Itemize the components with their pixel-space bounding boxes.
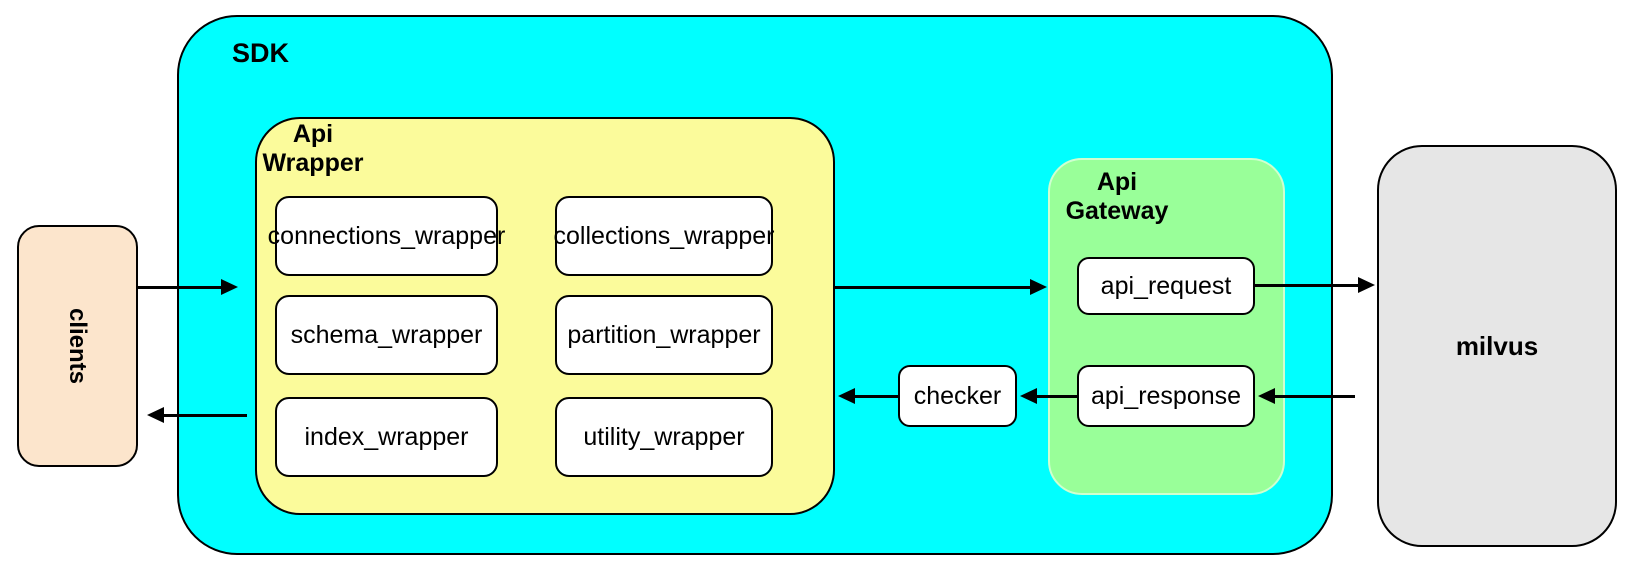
clients-label: clients	[64, 307, 92, 385]
node-index-wrapper: index_wrapper	[275, 397, 498, 477]
api-gateway-label-line2: Gateway	[1065, 197, 1169, 225]
api-gateway-label: Api Gateway	[1052, 168, 1182, 226]
node-clients: clients	[17, 225, 138, 467]
sdk-label: SDK	[232, 38, 290, 68]
api-wrapper-label: Api Wrapper	[258, 120, 368, 178]
arrow-line	[1037, 395, 1077, 398]
arrowhead-right-icon	[1030, 279, 1047, 295]
arrow-line	[835, 286, 1030, 289]
api-wrapper-label-line1: Api	[292, 120, 334, 148]
arrowhead-right-icon	[221, 279, 238, 295]
node-collections-wrapper: collections_wrapper	[554, 196, 774, 276]
arrow-line	[1255, 284, 1358, 287]
node-connections-wrapper: connections_wrapper	[268, 196, 505, 276]
arrowhead-right-icon	[1358, 277, 1375, 293]
arrowhead-left-icon	[1258, 388, 1275, 404]
arrowhead-left-icon	[1020, 388, 1037, 404]
arrow-line	[1275, 395, 1355, 398]
arrow-line	[164, 414, 247, 417]
api-gateway-container	[1048, 158, 1285, 495]
node-schema-wrapper: schema_wrapper	[275, 295, 498, 375]
node-partition-wrapper: partition_wrapper	[555, 295, 773, 375]
node-api-response: api_response	[1077, 365, 1255, 427]
node-utility-wrapper: utility_wrapper	[555, 397, 773, 477]
node-milvus: milvus	[1377, 145, 1617, 547]
node-api-request: api_request	[1077, 257, 1255, 315]
arrowhead-left-icon	[838, 388, 855, 404]
arrow-line	[855, 395, 898, 398]
arrowhead-left-icon	[147, 407, 164, 423]
api-wrapper-label-line2: Wrapper	[262, 149, 364, 177]
arrow-line	[138, 286, 221, 289]
api-gateway-label-line1: Api	[1096, 168, 1138, 196]
node-checker: checker	[898, 365, 1017, 427]
